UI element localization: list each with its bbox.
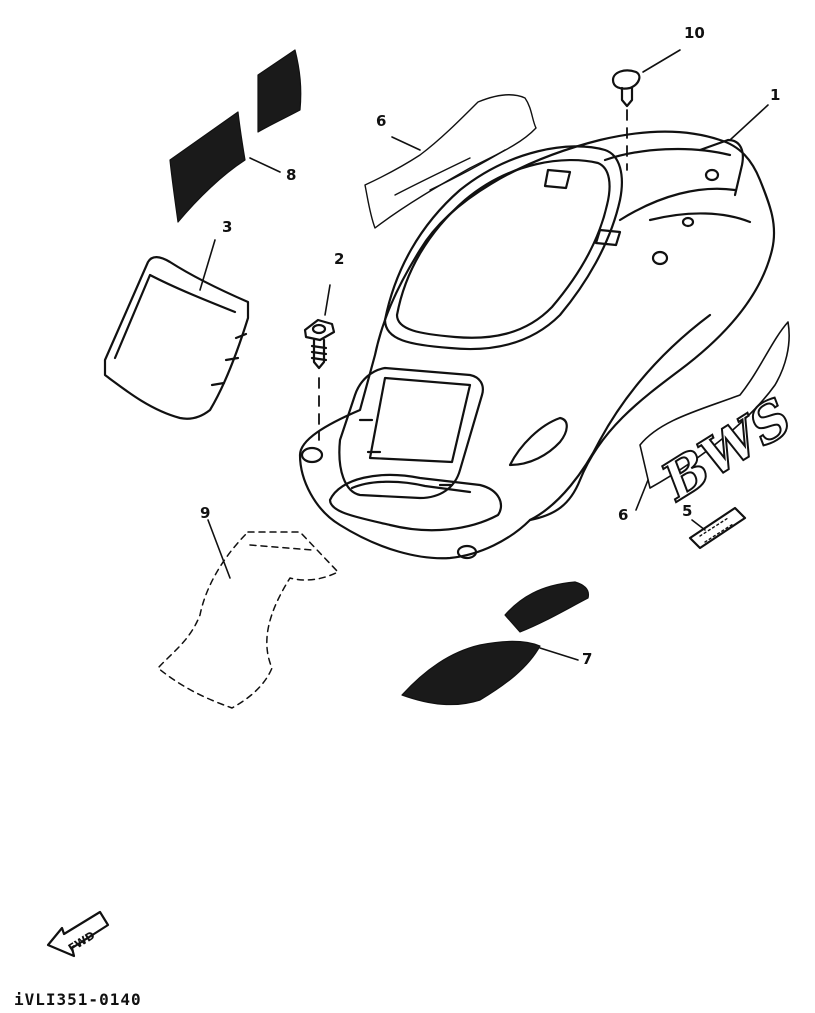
decal-part-9 (157, 519, 339, 709)
decal-part-7 (401, 581, 590, 706)
fwd-arrow-icon (46, 910, 110, 958)
bws-decal-text: BWS (650, 387, 803, 514)
callout-10: 10 (684, 24, 705, 42)
callout-2: 2 (334, 250, 345, 268)
callout-8: 8 (286, 166, 297, 184)
decal-part-6-top (364, 94, 537, 229)
callout-6-top: 6 (376, 112, 387, 130)
decal-part-6-bws (635, 321, 790, 511)
callout-5: 5 (682, 502, 693, 520)
bolt-part-2 (303, 284, 336, 441)
panel-part-3 (103, 239, 250, 420)
screw-part-10 (611, 49, 681, 171)
body-cover-part-1 (298, 130, 776, 560)
callout-1: 1 (770, 86, 781, 104)
callout-3: 3 (222, 218, 233, 236)
callout-9: 9 (200, 504, 211, 522)
callout-7: 7 (582, 650, 593, 668)
leader-line-part-1 (729, 104, 769, 141)
reference-code: iVLI351-0140 (14, 990, 142, 1009)
callout-6-bws: 6 (618, 506, 629, 524)
decal-part-8 (169, 49, 302, 223)
plate-part-5 (688, 506, 747, 550)
